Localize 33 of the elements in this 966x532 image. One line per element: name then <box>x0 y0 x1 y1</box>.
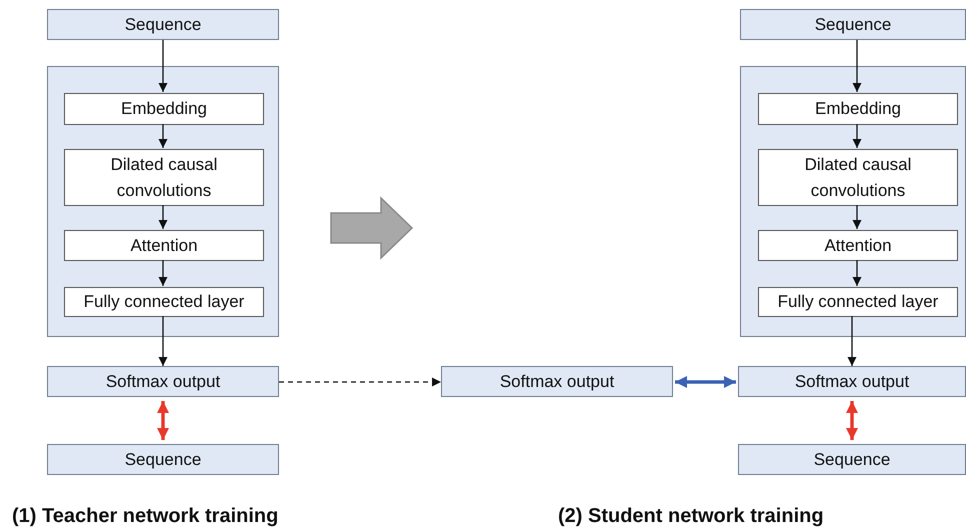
layer-box: Fully connected layer <box>64 287 264 317</box>
arrow <box>852 205 862 229</box>
process-box: Softmax output <box>441 366 673 397</box>
process-box: Softmax output <box>738 366 966 397</box>
arrow <box>848 316 856 366</box>
layer-box: Embedding <box>758 93 958 125</box>
arrow <box>158 260 168 286</box>
double-arrow <box>846 401 858 440</box>
process-box: Softmax output <box>47 366 279 397</box>
layer-box: Attention <box>758 230 958 261</box>
process-box: Sequence <box>47 444 279 475</box>
arrow <box>279 378 441 386</box>
arrow <box>158 205 168 229</box>
layer-box: Embedding <box>64 93 264 125</box>
network-container <box>47 66 279 337</box>
layer-box: Dilated causal convolutions <box>758 149 958 206</box>
arrow <box>158 40 168 92</box>
arrow <box>158 124 168 148</box>
arrow <box>852 40 862 92</box>
layer-box: Attention <box>64 230 264 261</box>
layer-box: Fully connected layer <box>758 287 958 317</box>
arrow <box>158 316 168 366</box>
panel-caption: (1) Teacher network training <box>12 505 278 528</box>
arrow <box>852 124 862 148</box>
double-arrow <box>675 376 736 388</box>
process-box: Sequence <box>740 9 966 40</box>
layer-box: Dilated causal convolutions <box>64 149 264 206</box>
process-box: Sequence <box>47 9 279 40</box>
network-container <box>740 66 966 337</box>
arrow <box>852 260 862 286</box>
panel-caption: (2) Student network training <box>558 505 824 528</box>
double-arrow <box>157 401 169 440</box>
process-box: Sequence <box>738 444 966 475</box>
